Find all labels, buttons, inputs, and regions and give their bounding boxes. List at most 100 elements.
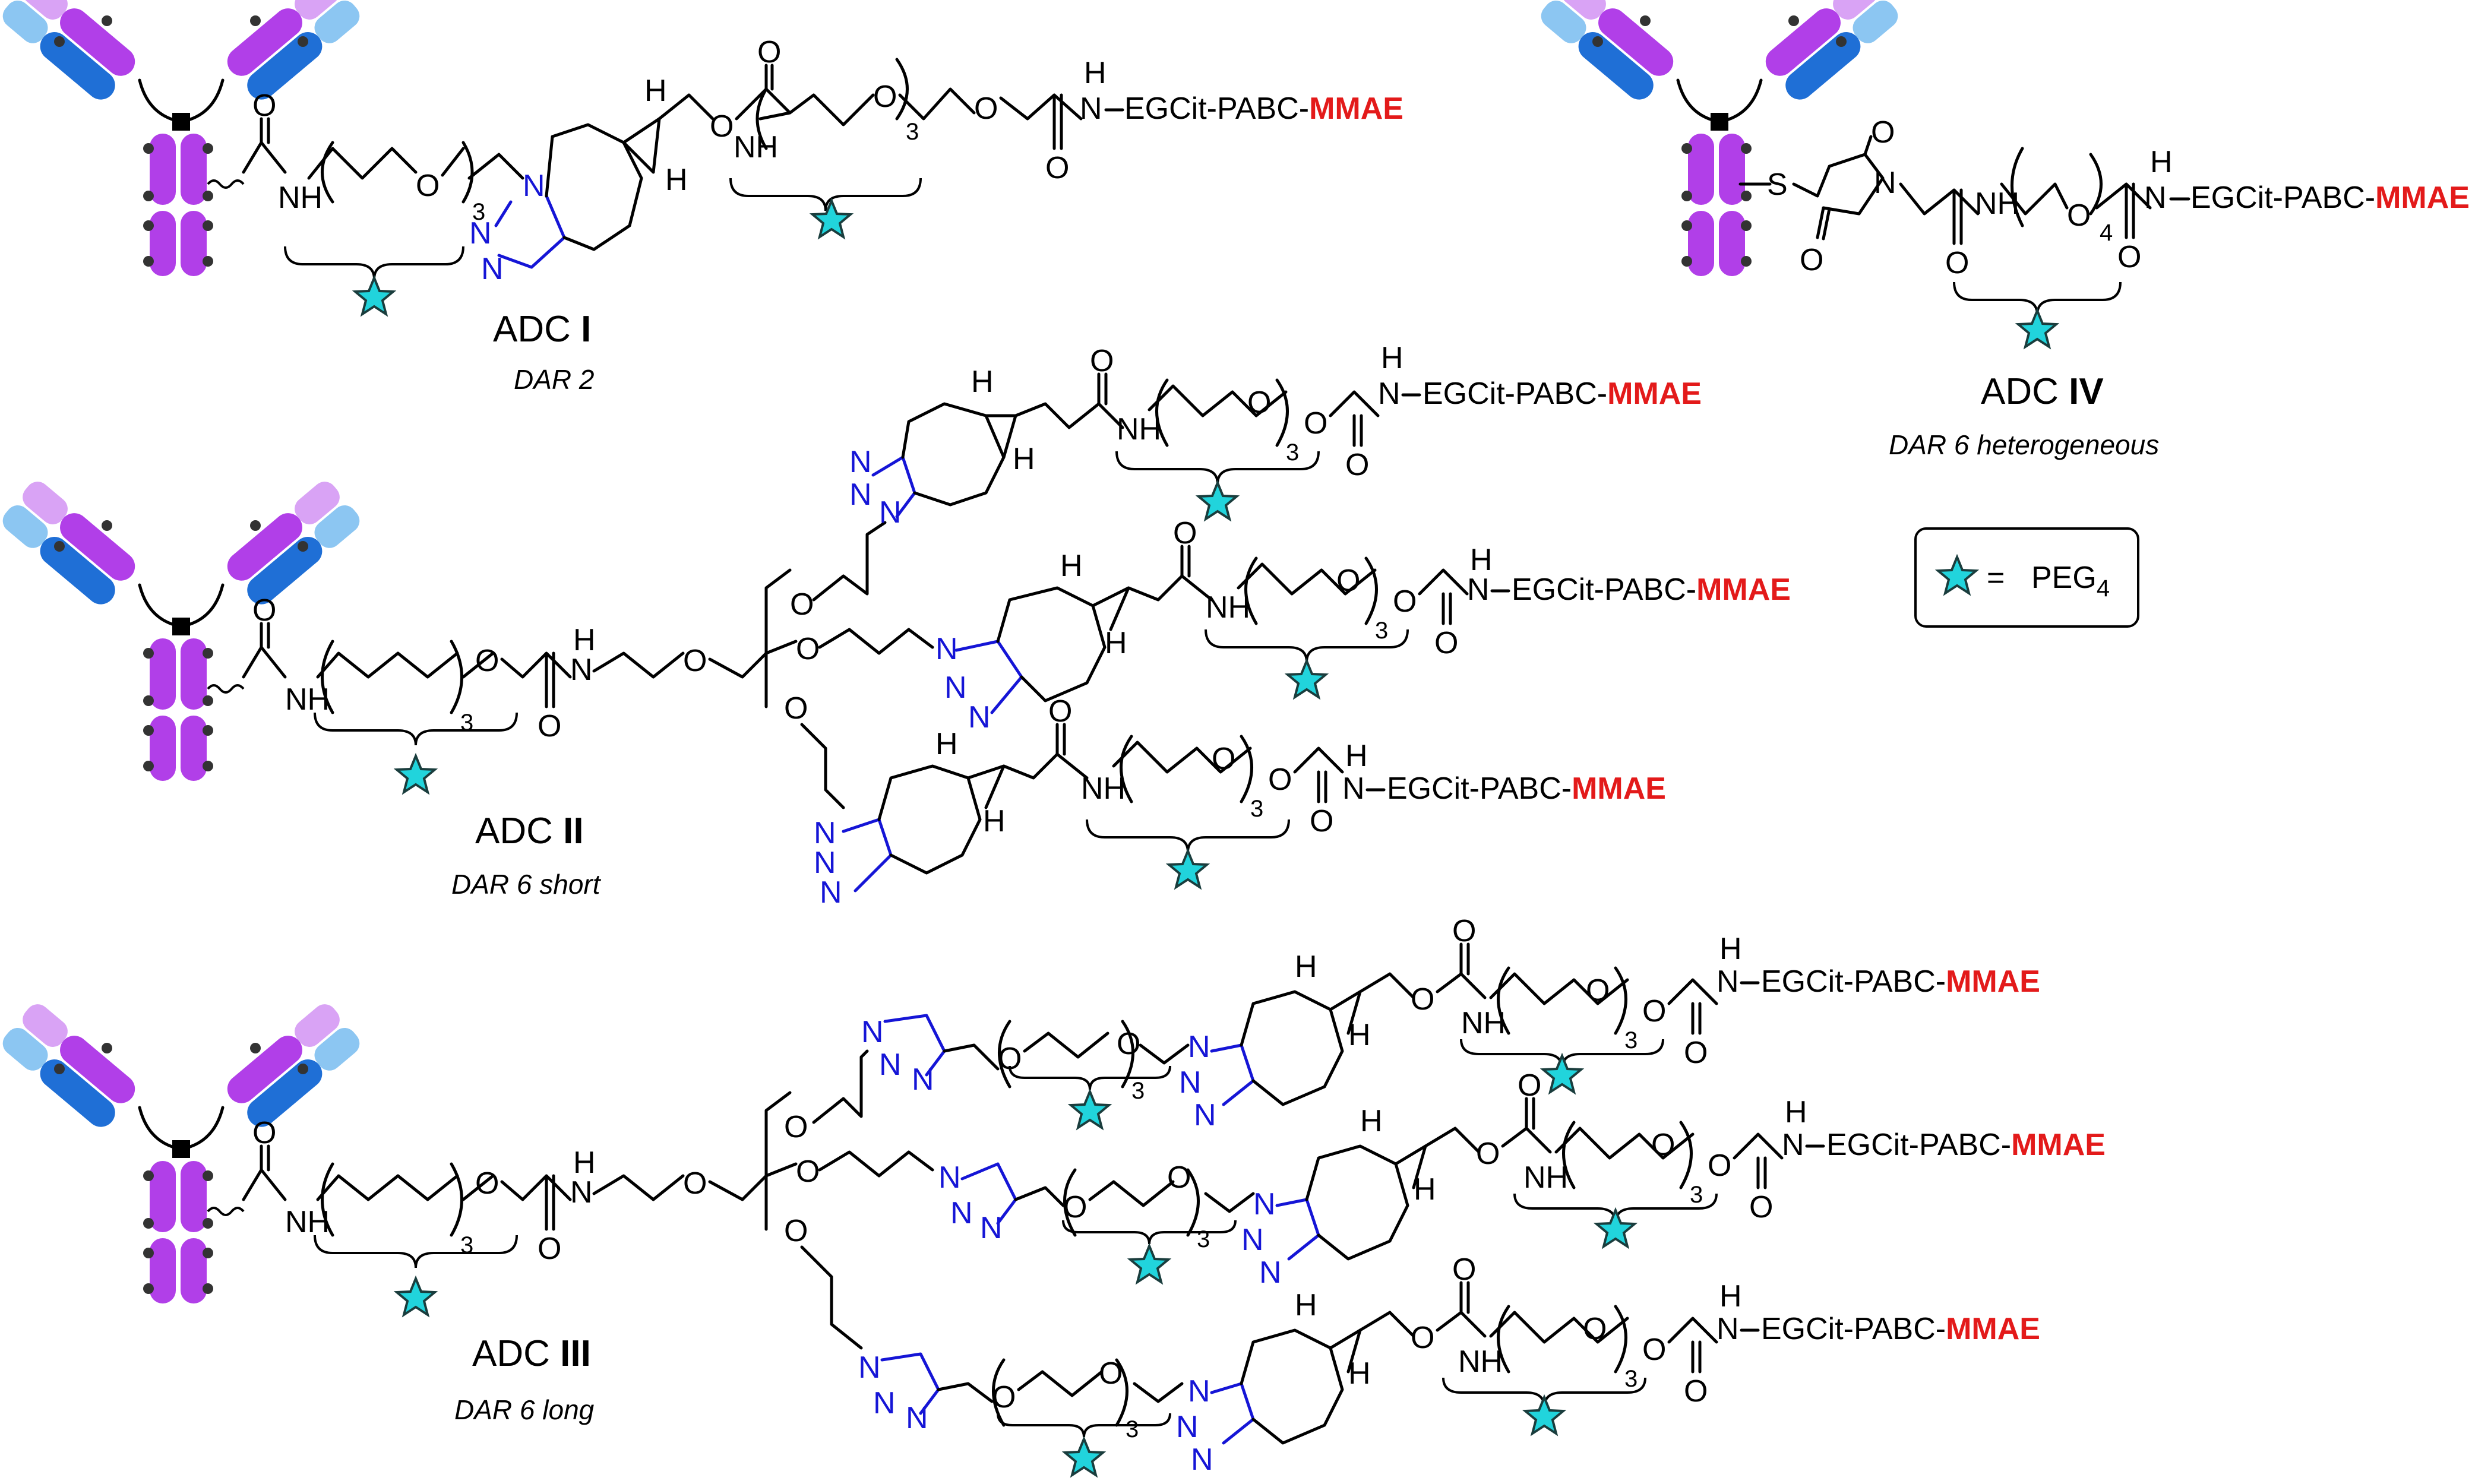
atom-h: H [971, 365, 994, 399]
atom-o: O [1434, 626, 1458, 660]
atom-n: N [849, 477, 872, 512]
atom-o: O [1099, 1356, 1123, 1391]
peg4-star-icon [1286, 660, 1327, 698]
subscript-3: 3 [1375, 618, 1388, 644]
atom-h: H [1348, 1356, 1371, 1391]
adc-ii-structure: O NH 3 O O H N O O O O N N N H H O NH [0, 341, 1791, 910]
peg4-star-icon [1524, 1396, 1564, 1435]
atom-o: O [790, 587, 814, 622]
atom-h: H [1295, 950, 1317, 984]
atom-n: N [861, 1015, 884, 1049]
atom-h: H [1381, 341, 1403, 375]
linker-chain-text: EGCit-PABC-MMAE [1761, 964, 2040, 999]
atom-n: N [1467, 572, 1490, 607]
atom-n: N [481, 252, 504, 286]
atom-h: H [1785, 1095, 1807, 1129]
antibody-icon [1537, 0, 1903, 276]
atom-n: N [820, 875, 842, 910]
peg4-star-icon [1070, 1090, 1110, 1129]
atom-n: N [2144, 181, 2167, 215]
atom-o: O [1048, 694, 1072, 729]
atom-n: N [858, 1350, 881, 1385]
peg4-star-icon [811, 200, 852, 238]
atom-n: N [814, 846, 836, 880]
atom-nh: NH [1458, 1344, 1503, 1379]
atom-nh: NH [278, 181, 323, 215]
atom-h: H [573, 1146, 596, 1180]
atom-o: O [1411, 982, 1434, 1017]
adc-i-dar: DAR 2 [514, 364, 594, 395]
antibody-icon [0, 999, 364, 1303]
atom-o: O [683, 644, 707, 678]
atom-o: O [1393, 584, 1417, 619]
subscript-3: 3 [1286, 439, 1299, 466]
atom-n: N [1188, 1374, 1210, 1409]
atom-o: O [1452, 914, 1476, 948]
atom-h: H [1719, 1279, 1742, 1314]
linker-chain-text: EGCit-PABC-MMAE [1512, 572, 1791, 607]
atom-o: O [1045, 151, 1069, 185]
atom-h: H [1105, 626, 1127, 660]
atom-o: O [873, 80, 897, 114]
atom-n: N [849, 445, 872, 479]
atom-o: O [475, 1166, 499, 1201]
atom-n: N [1342, 771, 1365, 806]
atom-o: O [1586, 973, 1610, 1008]
atom-n: N [950, 1196, 973, 1230]
atom-h: H [1414, 1172, 1436, 1207]
atom-o: O [757, 35, 781, 69]
atom-n: N [980, 1211, 1003, 1245]
atom-o: O [1684, 1374, 1708, 1409]
atom-h: H [1719, 932, 1742, 966]
atom-n: N [1194, 1098, 1216, 1132]
atom-h: H [983, 804, 1006, 838]
atom-n: N [1259, 1255, 1282, 1290]
atom-o: O [1117, 1027, 1140, 1061]
linker-chain-text: EGCit-PABC-MMAE [2190, 181, 2470, 215]
atom-h: H [1060, 549, 1083, 583]
adc-ii-dar: DAR 6 short [451, 869, 602, 900]
peg4-star-icon [396, 755, 436, 793]
subscript-3: 3 [460, 710, 473, 736]
atom-o: O [710, 109, 734, 144]
peg4-star-icon [1542, 1055, 1582, 1093]
atom-n: N [570, 653, 593, 687]
atom-n: N [1253, 1187, 1276, 1222]
atom-n: N [469, 216, 492, 251]
atom-o: O [1642, 994, 1666, 1029]
atom-n: N [814, 816, 836, 850]
atom-n: N [1176, 1410, 1199, 1444]
atom-h: H [1084, 56, 1107, 90]
subscript-4: 4 [2100, 220, 2113, 246]
atom-nh: NH [1081, 771, 1126, 806]
peg4-star-icon [1064, 1438, 1104, 1476]
subscript-3: 3 [1250, 796, 1263, 822]
atom-o: O [683, 1166, 707, 1201]
peg4-star-icon [1129, 1245, 1169, 1283]
atom-n: N [938, 1160, 961, 1195]
atom-o: O [784, 1110, 808, 1144]
atom-n: N [1717, 964, 1739, 999]
atom-o: O [416, 169, 440, 203]
atom-o: O [538, 1232, 561, 1266]
atom-h: H [1295, 1288, 1317, 1322]
atom-o: O [1476, 1137, 1500, 1171]
linker-chain-text: EGCit-PABC-MMAE [1761, 1312, 2040, 1346]
subscript-3: 3 [472, 199, 485, 225]
atom-o: O [1749, 1190, 1773, 1224]
atom-h: H [1345, 739, 1368, 773]
adc-iv-label: ADC IV [1981, 371, 2104, 412]
atom-n: N [1378, 376, 1401, 411]
atom-o: O [1247, 385, 1271, 420]
peg4-star-icon [1168, 850, 1208, 888]
atom-o: O [1411, 1321, 1434, 1355]
subscript-3: 3 [1126, 1416, 1139, 1442]
atom-o: O [1452, 1252, 1476, 1287]
adc-iii-structure: O NH 3 O O H N O O O O N N N O O 3 N N N [0, 914, 2106, 1477]
peg4-star-icon [1197, 482, 1238, 520]
atom-o: O [974, 91, 998, 126]
atom-o: O [1212, 742, 1235, 776]
atom-o: O [2067, 198, 2091, 233]
atom-h: H [573, 623, 596, 657]
